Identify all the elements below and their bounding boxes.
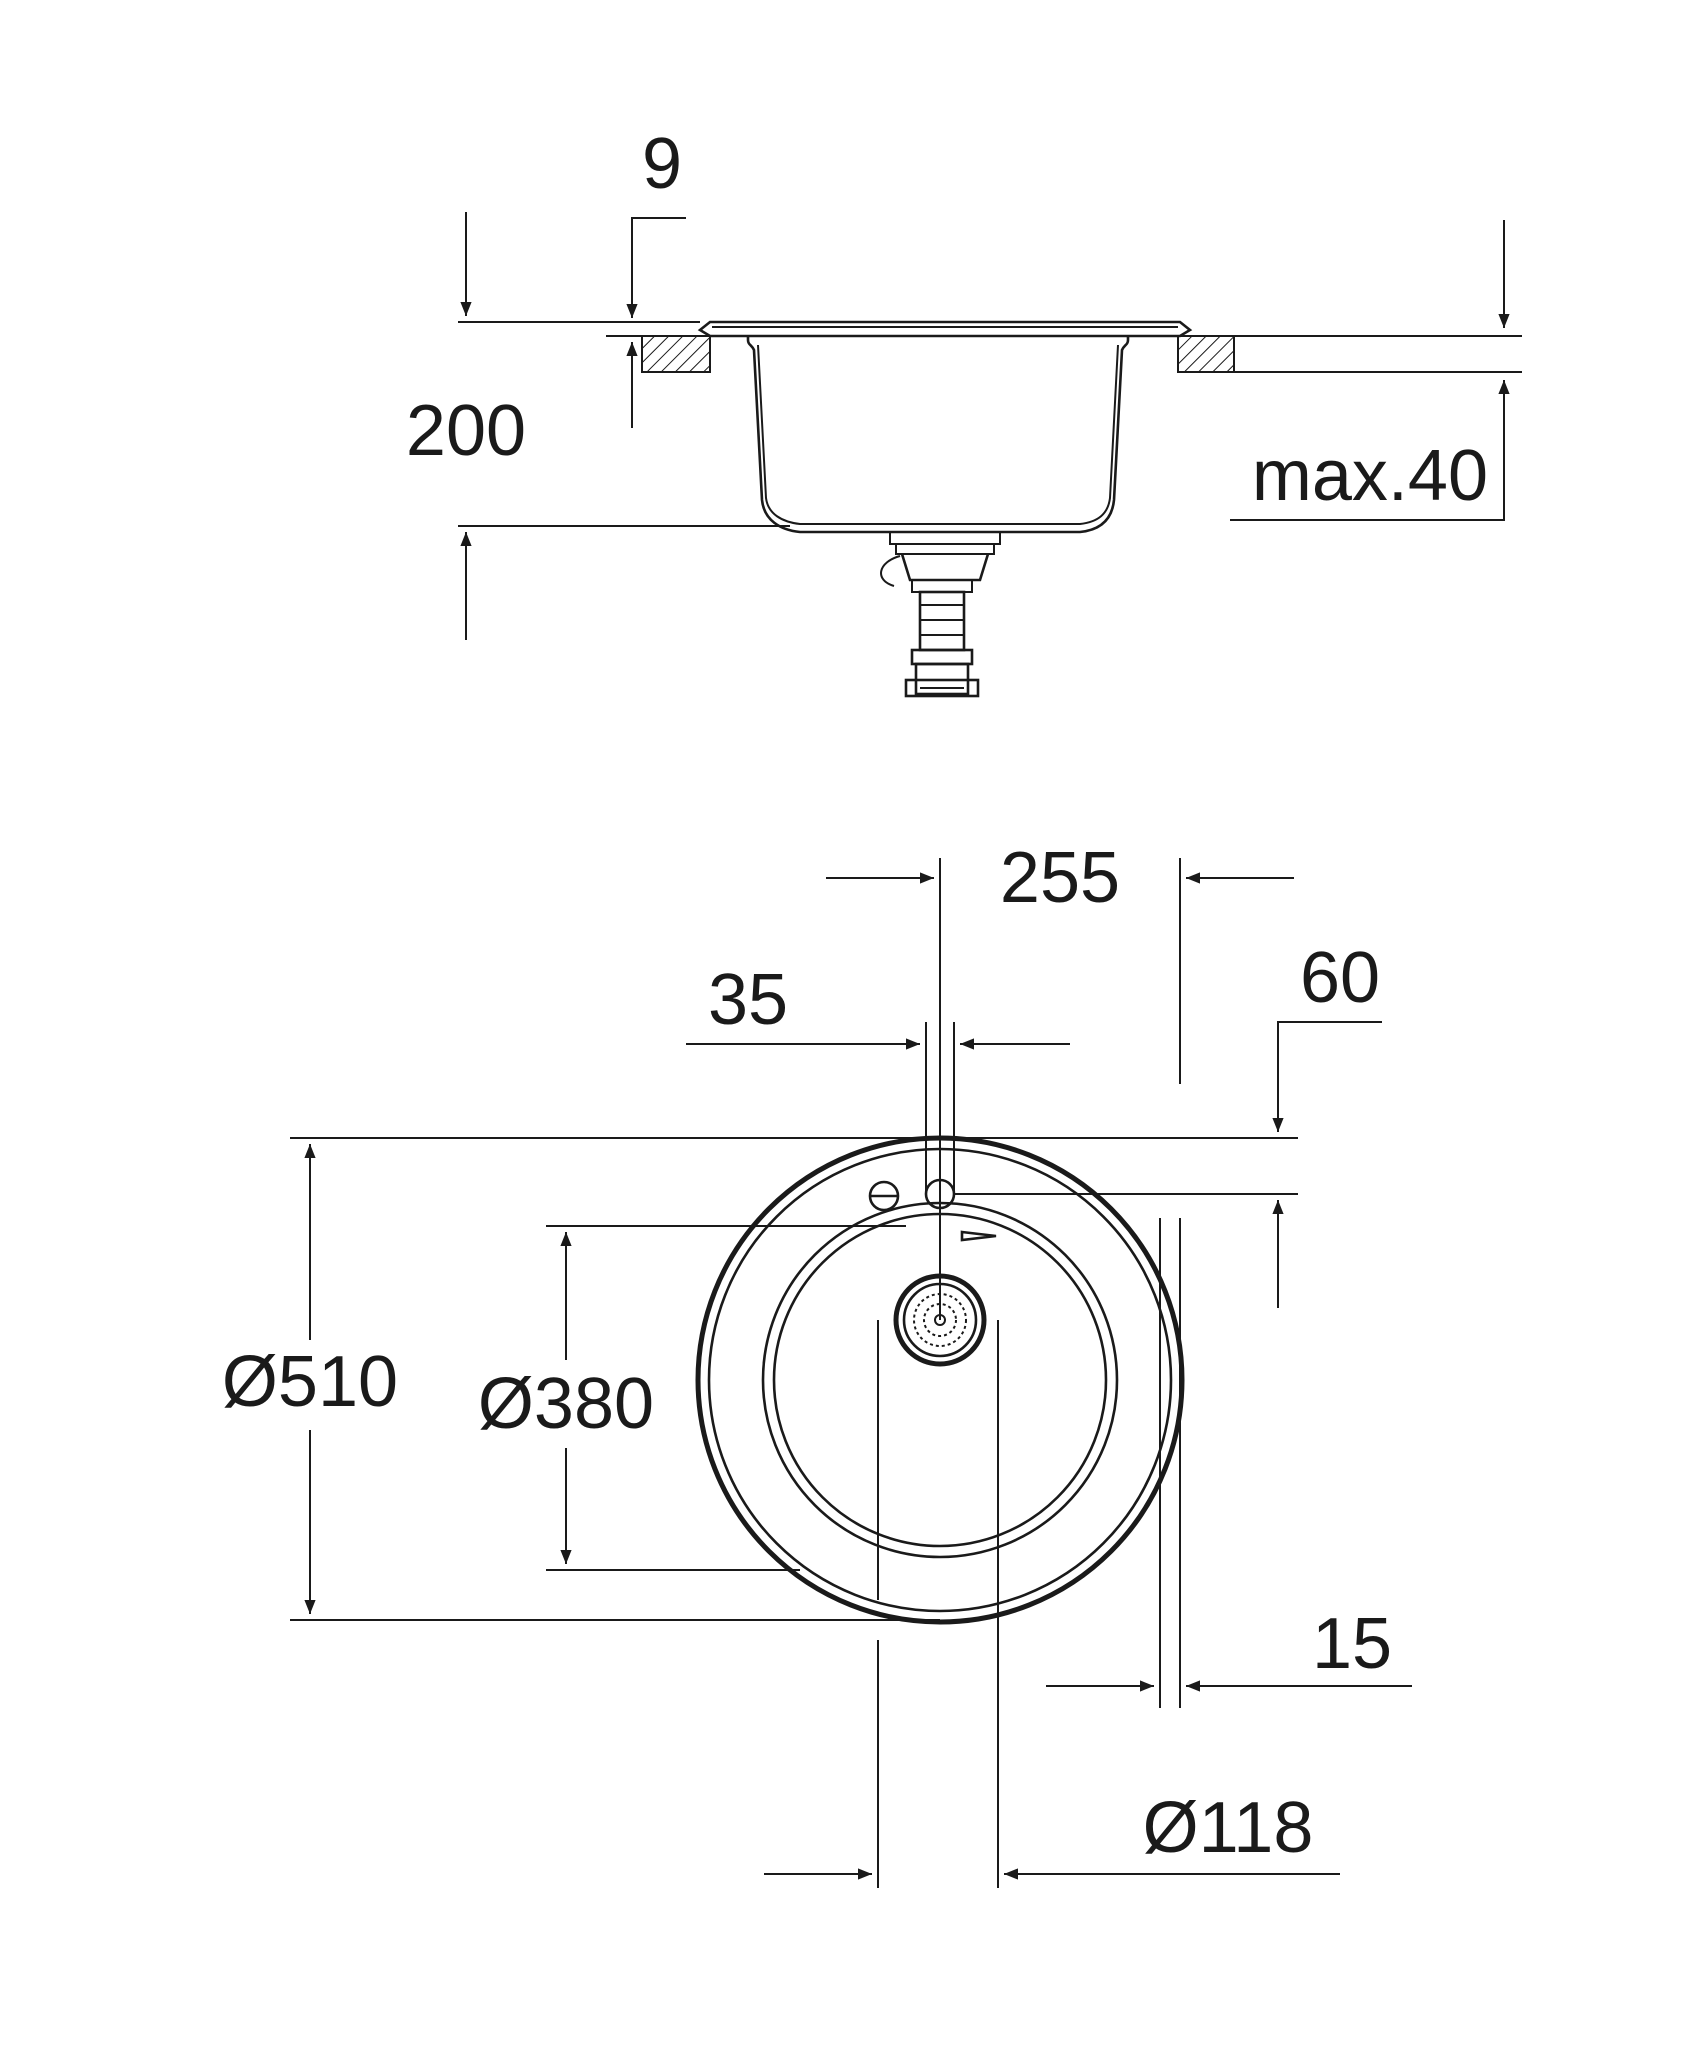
dim-worktop-max: max.40 [1230, 220, 1510, 521]
dim-label-9: 9 [642, 124, 682, 204]
dim-tap-hole: 35 [686, 960, 1070, 1050]
dim-label-255: 255 [1000, 838, 1120, 918]
dim-depth: 200 [406, 212, 790, 640]
side-view: 9 200 max.40 [406, 124, 1522, 698]
dim-tap-offset: 60 [1272, 938, 1382, 1308]
dim-outer-diameter: Ø510 [222, 1144, 398, 1614]
worktop-left-section [641, 335, 711, 373]
dim-label-max40: max.40 [1252, 436, 1488, 516]
sink-bowl-profile[interactable] [746, 336, 1130, 534]
worktop-right-section [1177, 335, 1235, 373]
dim-bowl-diameter: Ø380 [478, 1232, 654, 1564]
dim-label-d510: Ø510 [222, 1342, 398, 1422]
dim-tap-to-edge: 255 [826, 838, 1294, 918]
tap-hole-left[interactable] [868, 1180, 900, 1212]
sink-rim [697, 320, 1193, 338]
dim-label-d118: Ø118 [1143, 1788, 1314, 1868]
dim-drain-diameter: Ø118 [764, 1788, 1340, 1880]
dim-rim-width: 15 [1046, 1604, 1412, 1692]
overflow-slot [960, 1230, 997, 1242]
dim-label-35: 35 [708, 960, 788, 1040]
dim-label-d380: Ø380 [478, 1364, 654, 1444]
top-view: 255 35 60 Ø510 Ø380 [222, 838, 1412, 1888]
dim-label-200: 200 [406, 391, 526, 471]
dim-rim-thickness: 9 [606, 124, 686, 428]
dim-label-60: 60 [1300, 938, 1380, 1018]
drain-waste-fitting[interactable] [880, 531, 1001, 698]
dim-label-15: 15 [1312, 1604, 1392, 1684]
